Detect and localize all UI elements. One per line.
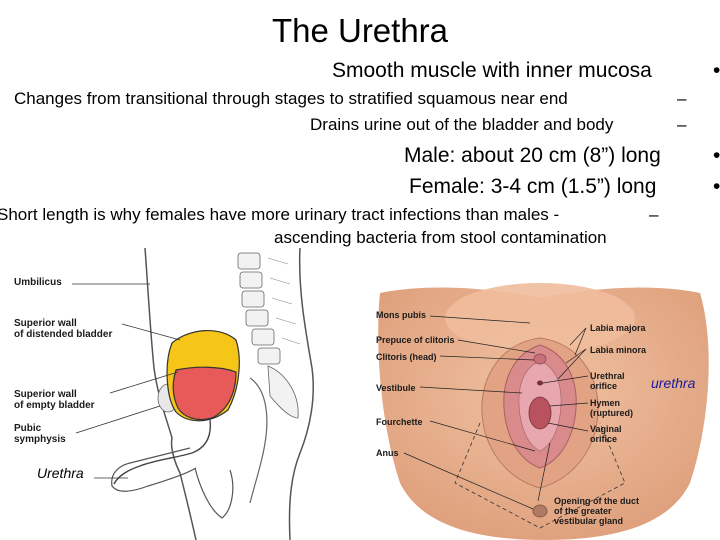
label-mons-pubis: Mons pubis (376, 310, 426, 320)
label-labia-majora: Labia majora (590, 323, 646, 333)
bullet-drains: Drains urine out of the bladder and body (310, 115, 614, 134)
bullet-marker: • (713, 59, 720, 82)
empty-bladder (172, 366, 237, 421)
clitoris-shape (533, 353, 547, 365)
slide-title: The Urethra (271, 12, 449, 49)
label-urethra-male: Urethra (37, 465, 84, 481)
bullet-dash: – (649, 205, 659, 224)
bullet-dash: – (677, 115, 687, 134)
bullet-dash: – (677, 89, 687, 108)
bullet-female: Female: 3-4 cm (1.5”) long (409, 175, 657, 198)
penis-outline (111, 447, 197, 492)
bullet-male: Male: about 20 cm (8”) long (404, 144, 661, 167)
bullet-marker: • (713, 144, 720, 167)
label-superior-wall-empty: Superior wall of empty bladder (14, 389, 95, 411)
label-vaginal-orifice: Vaginal orifice (590, 424, 622, 444)
label-pubic-symphysis: Pubic symphysis (14, 423, 66, 445)
label-vestibule: Vestibule (376, 383, 416, 393)
bullet-marker: • (713, 175, 720, 198)
bullet-smooth-muscle: Smooth muscle with inner mucosa (332, 59, 652, 82)
bladder-sagittal-figure (72, 248, 314, 540)
label-umbilicus: Umbilicus (14, 277, 62, 288)
mons-pubis-shape (445, 283, 635, 353)
label-urethra-female: urethra (651, 375, 696, 391)
female-genitalia-figure (370, 283, 720, 540)
body-outline (144, 248, 197, 540)
label-labia-minora: Labia minora (590, 345, 647, 355)
urethral-orifice-shape (537, 380, 543, 386)
bullet-short-length: Short length is why females have more ur… (0, 205, 560, 224)
label-clitoris-head: Clitoris (head) (376, 352, 437, 362)
spine (237, 252, 299, 419)
vaginal-orifice-shape (528, 396, 552, 430)
bullet-ascending: ascending bacteria from stool contaminat… (274, 228, 607, 247)
label-fourchette: Fourchette (376, 417, 423, 427)
urethra-path (113, 419, 212, 485)
label-prepuce-of-clitoris: Prepuce of clitoris (376, 335, 455, 345)
bullet-changes: Changes from transitional through stages… (14, 89, 568, 108)
scrotum (194, 467, 234, 519)
rectum (249, 377, 268, 504)
label-hymen: Hymen (ruptured) (590, 398, 633, 418)
label-duct-opening: Opening of the duct of the greater vesti… (554, 496, 639, 526)
back-outline (288, 248, 314, 540)
label-anus: Anus (376, 448, 399, 458)
label-superior-wall-distended: Superior wall of distended bladder (14, 318, 113, 340)
label-urethral-orifice: Urethral orifice (590, 371, 625, 391)
perineum-dashes (454, 422, 626, 529)
anus-shape (532, 504, 548, 518)
